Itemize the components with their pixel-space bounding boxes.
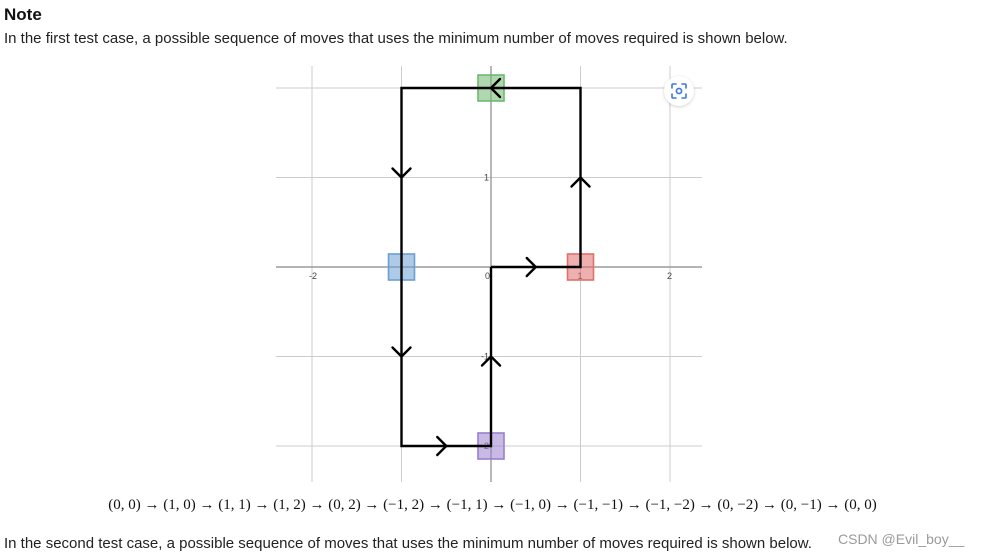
arrow-right-icon (436, 435, 448, 457)
moves-diagram: -20121-1-2 (276, 66, 702, 482)
arrow-left-icon (489, 77, 502, 99)
arrow-right-icon (525, 256, 537, 278)
direction-arrows (391, 77, 591, 457)
note-heading: Note (4, 5, 42, 24)
x-tick-label: -2 (309, 271, 317, 281)
x-tick-label: 0 (485, 271, 490, 281)
image-search-icon (671, 83, 687, 99)
arrow-down-icon (391, 346, 412, 358)
x-tick-label: 2 (667, 271, 672, 281)
first-test-case-text: In the first test case, a possible seque… (4, 30, 788, 47)
second-test-case-text: In the second test case, a possible sequ… (4, 535, 812, 552)
y-tick-label: -1 (481, 352, 489, 362)
watermark: CSDN @Evil_boy__ (838, 531, 965, 547)
arrow-up-icon (570, 176, 591, 188)
arrow-down-icon (391, 167, 412, 179)
y-tick-label: 1 (484, 173, 489, 183)
arrow-up-icon (480, 355, 502, 367)
image-search-button[interactable] (664, 76, 694, 106)
move-sequence: (0, 0) → (1, 0) → (1, 1) → (1, 2) → (0, … (108, 497, 877, 513)
